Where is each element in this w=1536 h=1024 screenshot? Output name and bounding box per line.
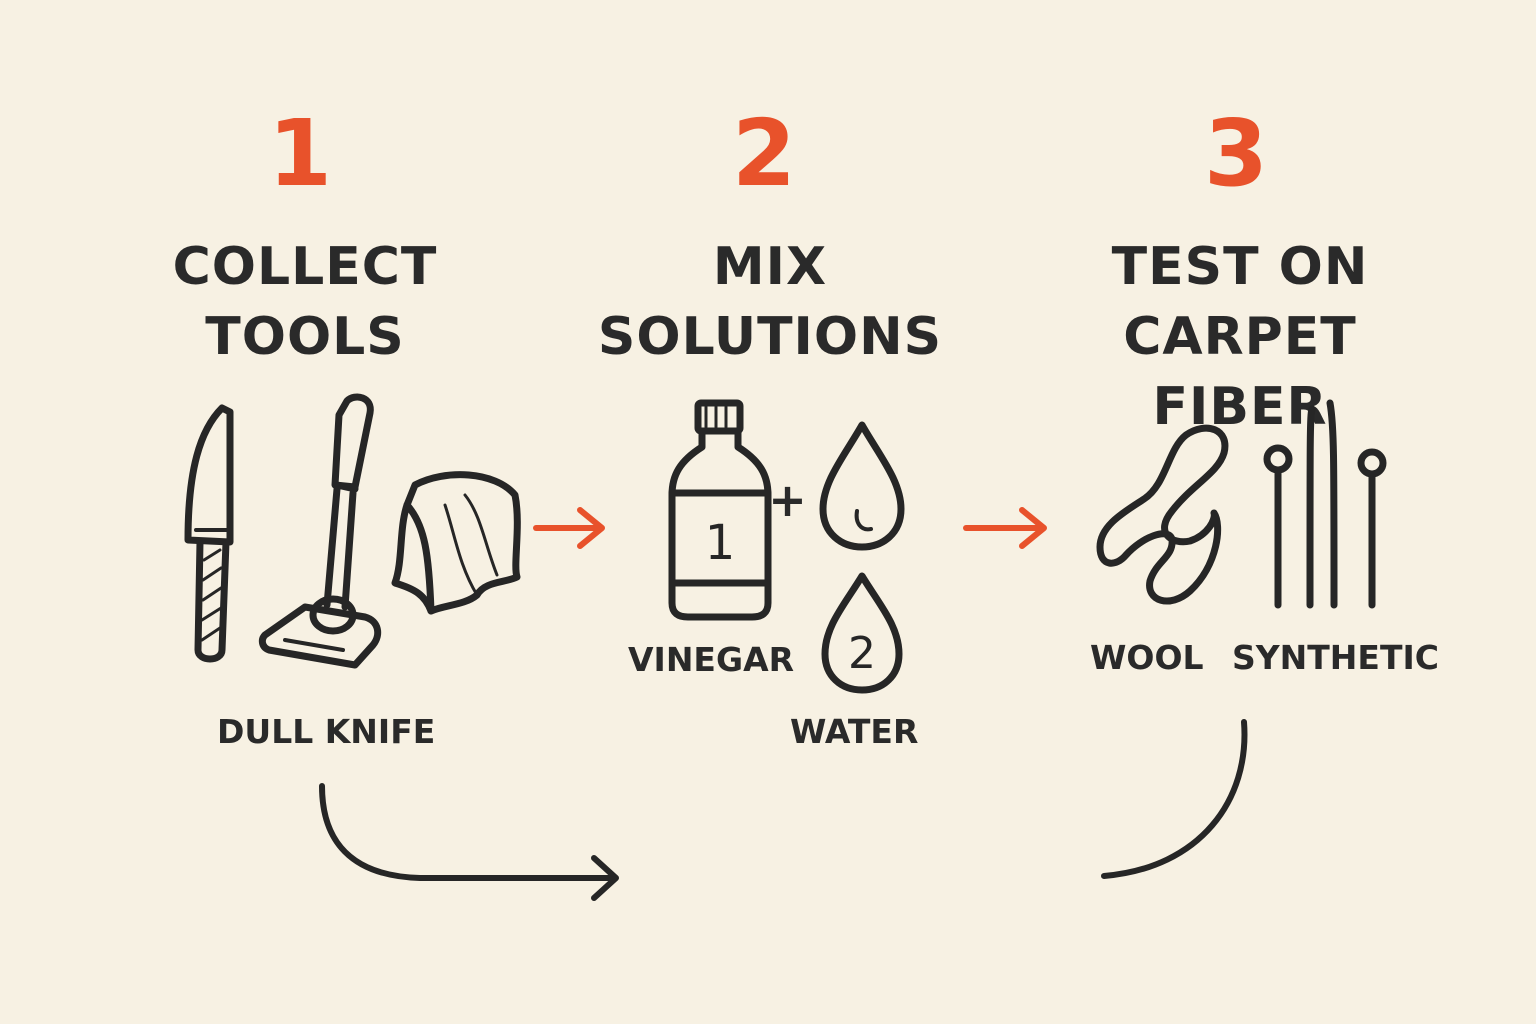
- step-1-title-line1: COLLECT: [172, 237, 438, 297]
- step-2-number: 2: [731, 100, 796, 207]
- step-3-title-line1: TEST ON: [1111, 237, 1369, 297]
- knife-icon: [184, 404, 234, 663]
- bottle-icon: 1: [668, 399, 772, 621]
- synthetic-fiber-icon: [1263, 399, 1387, 609]
- vacuum-icon: [258, 393, 382, 669]
- step-1-title-line2: TOOLS: [205, 307, 405, 367]
- cloth-icon: [391, 471, 521, 615]
- step-2-title-line1: MIX: [712, 237, 828, 297]
- drop-icon: 2: [821, 572, 903, 694]
- label-wool: WOOL: [1090, 638, 1204, 677]
- step-2-title: MIX SOLUTIONS: [580, 232, 960, 372]
- step-3-title: TEST ON CARPET FIBER: [1030, 232, 1450, 442]
- drop-number: 2: [848, 628, 876, 679]
- label-synthetic: SYNTHETIC: [1232, 638, 1439, 677]
- label-dull-knife: DULL KNIFE: [217, 712, 436, 751]
- drop-icon: [819, 421, 905, 551]
- step-1-title: COLLECT TOOLS: [130, 232, 480, 372]
- arrow-right-icon: [533, 507, 605, 549]
- arrow-right-icon: [963, 507, 1047, 549]
- wool-fiber-icon: [1096, 424, 1229, 605]
- step-3-number: 3: [1203, 100, 1268, 207]
- bottle-number: 1: [705, 515, 736, 571]
- step-3-title-line2: CARPET FIBER: [1123, 307, 1357, 437]
- curve-icon: [1101, 719, 1248, 879]
- step-2-title-line2: SOLUTIONS: [597, 307, 943, 367]
- label-vinegar: VINEGAR: [628, 640, 795, 679]
- label-water: WATER: [790, 712, 919, 751]
- plus-sign: +: [768, 473, 808, 527]
- step-1-number: 1: [267, 100, 332, 207]
- curved-arrow-icon: [319, 783, 619, 901]
